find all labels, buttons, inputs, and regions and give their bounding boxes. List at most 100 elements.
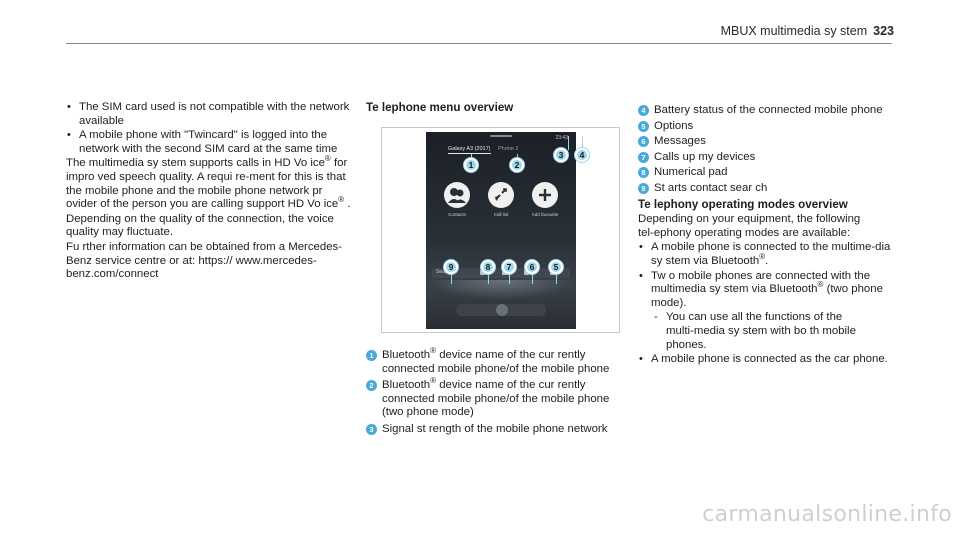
legend-number-badge: 8	[638, 167, 649, 179]
callout-stem	[509, 272, 510, 284]
mbux-screen: 23:43 Galaxy A3 (2017) Phone 2 Contacts …	[426, 132, 576, 329]
add-favourite-label: Add favourite	[531, 212, 559, 217]
legend-number-badge: 6	[638, 136, 649, 148]
text-run: device name of the cur rently connected …	[382, 379, 610, 419]
text-run: The multimedia sy stem supports calls in…	[66, 157, 325, 170]
screen-tab-phone-1: Galaxy A3 (2017)	[448, 146, 491, 154]
call-list-icon	[495, 188, 507, 201]
callout-9: 9	[444, 260, 458, 274]
bullet-item: A mobile phone with "Twincard" is logged…	[66, 129, 356, 156]
registered-mark: ®	[817, 280, 824, 290]
legend-item: 7 Calls up my devices	[638, 151, 896, 165]
legend-item: 5 Options	[638, 120, 896, 134]
legend-number-badge: 1	[366, 350, 377, 361]
watermark: carmanualsonline.info	[702, 502, 952, 527]
contacts-label: Contacts	[448, 212, 466, 217]
telephone-menu-figure: 23:43 Galaxy A3 (2017) Phone 2 Contacts …	[381, 127, 620, 333]
operating-modes-list: A mobile phone is connected to the multi…	[638, 241, 896, 366]
text-run: Calls up my devices	[654, 150, 756, 163]
callout-2: 2	[510, 158, 524, 172]
callout-6: 6	[525, 260, 539, 274]
text-run: Signal st rength of the mobile phone net…	[382, 422, 608, 435]
legend-number-badge: 2	[366, 380, 377, 392]
screen-nav-bar	[456, 304, 546, 316]
contacts-icon	[448, 188, 466, 203]
legend-number-badge: 7	[638, 151, 649, 163]
callout-7: 7	[502, 260, 516, 274]
bullet-item: A mobile phone is connected to the multi…	[638, 241, 896, 268]
legend-item: 9 St arts contact sear ch	[638, 182, 896, 196]
text-run: Bluetooth	[382, 349, 431, 361]
callout-stem	[451, 272, 452, 284]
screen-status-clock: 23:43	[555, 135, 568, 141]
running-head-title: MBUX multimedia sy stem	[720, 24, 868, 38]
callout-5: 5	[549, 260, 563, 274]
callout-stem	[556, 272, 557, 284]
callout-stem	[488, 272, 489, 284]
sim-bullets: The SIM card used is not compatible with…	[66, 101, 356, 156]
text-run: .	[765, 254, 769, 267]
screen-tab-phone-2: Phone 2	[498, 146, 519, 152]
hd-voice-paragraph: The multimedia sy stem supports calls in…	[66, 154, 356, 211]
telephone-menu-heading: Te lephone menu overview	[366, 101, 514, 114]
text-run: Options	[654, 119, 694, 132]
text-run: device name of the cur rently connected …	[382, 349, 610, 375]
column-1: The SIM card used is not compatible with…	[66, 101, 356, 283]
text-run: Numerical pad	[654, 166, 728, 179]
legend-item: 1 Bluetooth® device name of the cur rentl…	[366, 346, 628, 376]
legend-item: 6 Messages	[638, 135, 896, 149]
screen-glow	[426, 280, 576, 300]
add-favourite-tile-icon	[532, 182, 558, 208]
registered-mark: ®	[324, 154, 331, 164]
plus-icon	[539, 189, 551, 201]
registered-mark: ®	[430, 376, 437, 386]
bullet-item: Tw o mobile phones are connected with th…	[638, 270, 896, 353]
screen-search-bar	[432, 268, 570, 278]
callout-4: 4	[575, 148, 589, 162]
call-list-label: Call list	[493, 212, 509, 217]
legend-number-badge: 9	[638, 182, 649, 194]
text-run: Bluetooth	[382, 379, 431, 392]
header-rule	[66, 43, 892, 44]
text-run: St arts contact sear ch	[654, 181, 768, 194]
callout-1: 1	[464, 158, 478, 172]
legend-number-badge: 3	[366, 423, 377, 435]
quality-paragraph: Depending on the quality of the connecti…	[66, 212, 334, 239]
numerical-pad-icon	[480, 270, 485, 275]
registered-mark: ®	[338, 195, 345, 205]
bullet-item: The SIM card used is not compatible with…	[66, 101, 356, 128]
operating-modes-intro: Depending on your equipment, the followi…	[638, 213, 861, 239]
registered-mark: ®	[430, 346, 437, 356]
text-run: Battery status of the connected mobile p…	[654, 104, 883, 116]
callout-3: 3	[554, 148, 568, 162]
text-run: Messages	[654, 135, 706, 148]
sub-list: You can use all the functions of the mul…	[651, 311, 896, 352]
legend-item: 3 Signal st rength of the mobile phone ne…	[366, 423, 628, 437]
callout-stem	[532, 272, 533, 284]
screen-notch	[490, 135, 512, 137]
registered-mark: ®	[759, 252, 766, 262]
page-number: 323	[873, 24, 894, 38]
contacts-tile-icon	[444, 182, 470, 208]
callout-stem	[582, 136, 583, 150]
messages-icon	[524, 270, 529, 275]
operating-modes-heading: Te lephony operating modes overview	[638, 197, 848, 211]
info-paragraph: Fu rther information can be obtained fro…	[66, 240, 343, 281]
text-run: .	[344, 198, 351, 211]
text-run: (two phone mode).	[651, 283, 883, 309]
callout-8: 8	[481, 260, 495, 274]
screen-search-label: Search	[436, 269, 452, 275]
legend-number-badge: 5	[638, 120, 649, 132]
legend-item: 8 Numerical pad	[638, 166, 896, 180]
text-run: for impro ved speech quality. A requi re…	[66, 157, 348, 211]
home-icon	[496, 304, 508, 316]
text-run: Tw o mobile phones are connected with th…	[651, 269, 871, 296]
callout-stem	[568, 136, 569, 150]
sub-item: You can use all the functions of the mul…	[651, 311, 896, 352]
call-list-tile-icon	[488, 182, 514, 208]
